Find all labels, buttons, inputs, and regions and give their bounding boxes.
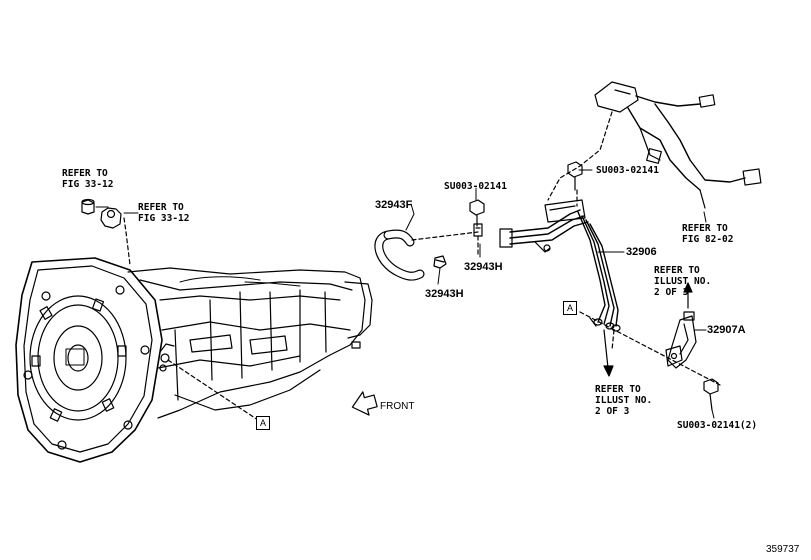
- leader-lines: [95, 169, 715, 419]
- transmission-assembly: [15, 257, 373, 463]
- refer-fig33-label-a: REFER TO FIG 33-12: [62, 168, 114, 190]
- reference-lines: [167, 189, 721, 421]
- part-32906-label: 32906: [626, 246, 657, 258]
- refer-fig82-label: REFER TO FIG 82-02: [682, 223, 734, 245]
- reference-box-a-right: A: [563, 301, 577, 315]
- bracket-32907A: [665, 282, 697, 369]
- refer-illust-top-label: REFER TO ILLUST NO. 2 OF 3: [654, 265, 712, 298]
- bolt-left: [469, 199, 485, 227]
- part-32943F-label: 32943F: [375, 199, 413, 211]
- cooler-pipes-32906: [499, 199, 621, 332]
- front-arrow-icon: [351, 391, 378, 416]
- bolt-right: [567, 161, 583, 191]
- figure-id: 359737: [766, 544, 800, 555]
- su-bottom-label: SU003-02141(2): [677, 420, 758, 431]
- reference-box-a-left: A: [256, 416, 270, 430]
- part-32943H-label-b: 32943H: [425, 288, 464, 300]
- mount-parts: [81, 198, 131, 266]
- refer-arrow-down: [603, 329, 614, 377]
- refer-fig33-label-b: REFER TO FIG 33-12: [138, 202, 190, 224]
- front-label: FRONT: [380, 401, 415, 412]
- refer-illust-bottom-label: REFER TO ILLUST NO. 2 OF 3: [595, 384, 653, 417]
- part-32907A-label: 32907A: [707, 324, 746, 336]
- bolt-bottom: [703, 378, 719, 411]
- harness-refer-fig82: [547, 81, 762, 209]
- hose-32943F: [374, 229, 479, 281]
- su-left-label: SU003-02141: [444, 181, 507, 192]
- part-32943H-label-a: 32943H: [464, 261, 503, 273]
- clamp-32943H: [433, 223, 483, 269]
- su-right-label: SU003-02141: [596, 165, 659, 176]
